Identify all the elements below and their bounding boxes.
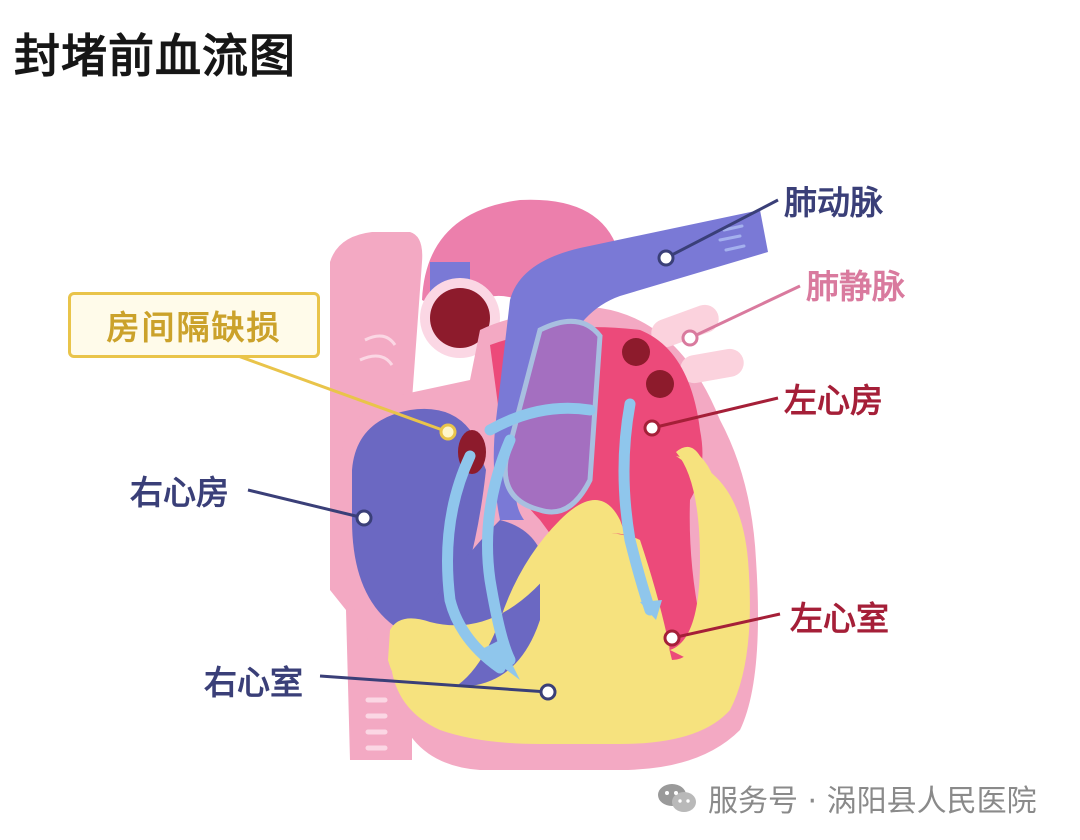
asd-callout: 房间隔缺损: [68, 292, 320, 358]
label-right-atrium: 右心房: [130, 473, 229, 512]
footer: 服务号 · 涡阳县人民医院: [656, 776, 1037, 820]
label-asd: 房间隔缺损: [106, 308, 282, 347]
page-title: 封堵前血流图: [14, 29, 296, 83]
label-left-atrium: 左心房: [784, 381, 883, 420]
pulmonary-valve: [502, 318, 603, 515]
pulmonary-vein-upper: [651, 304, 719, 348]
label-right-ventricle: 右心室: [204, 663, 303, 702]
wechat-icon: [658, 784, 696, 812]
flow-arrowheads: [480, 600, 662, 680]
label-left-ventricle: 左心室: [790, 599, 889, 638]
pulmonary-vein-lower: [680, 348, 744, 384]
label-pulmonary-vein: 肺静脉: [806, 267, 905, 306]
label-pulmonary-artery: 肺动脉: [784, 183, 883, 222]
footer-text: 服务号 · 涡阳县人民医院: [708, 784, 1037, 819]
pulmonary-artery: [493, 210, 768, 520]
flow-arrows: [442, 398, 656, 674]
